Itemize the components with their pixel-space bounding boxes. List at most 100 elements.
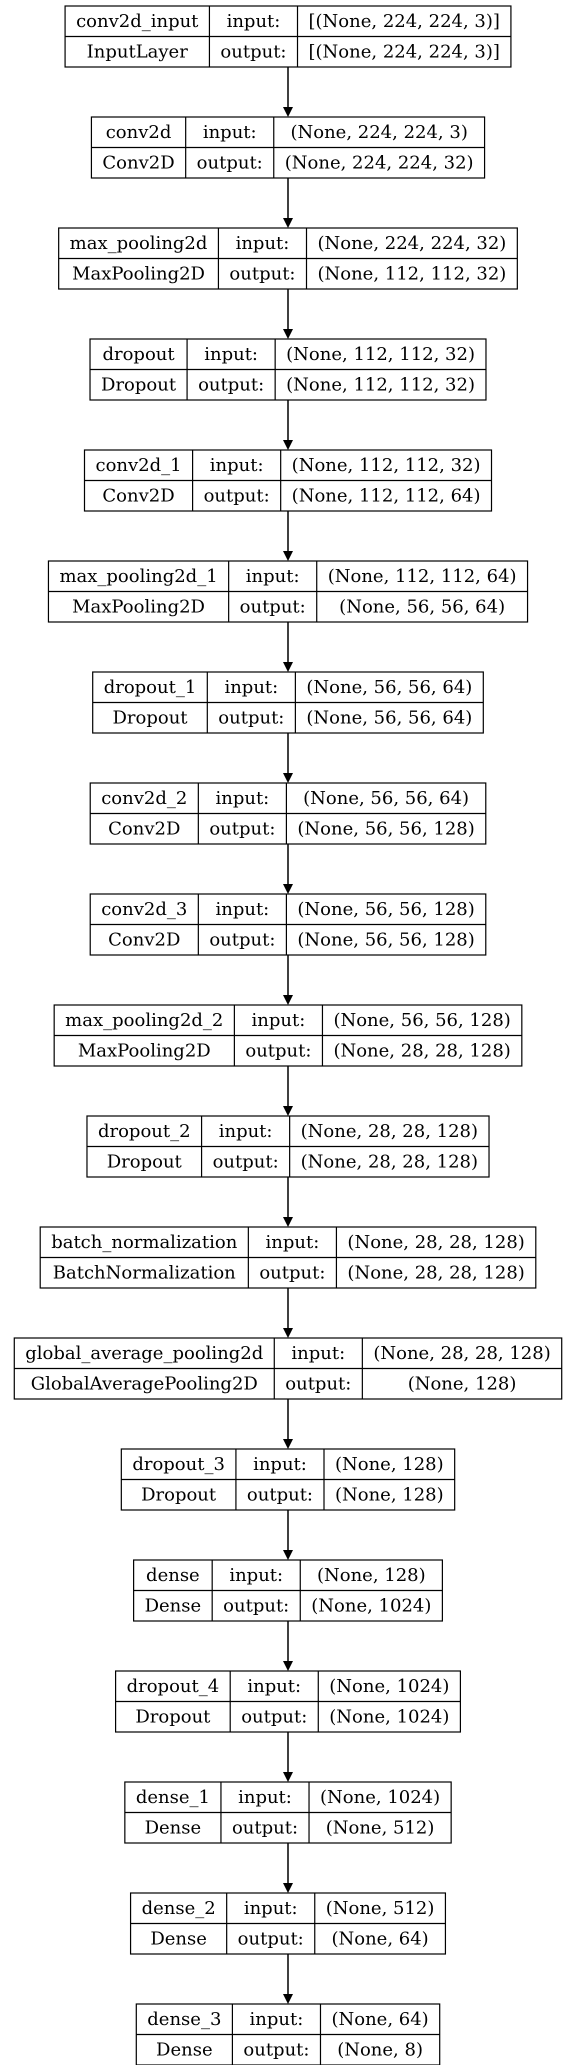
output-label: output: (240, 596, 306, 617)
layer-type: Conv2D (102, 485, 174, 506)
output-label: output: (232, 1817, 298, 1838)
layer-name: dropout_4 (127, 1676, 220, 1697)
layer-type: Dropout (135, 1706, 211, 1727)
layer-name: max_pooling2d (70, 233, 208, 254)
output-label: output: (198, 374, 264, 395)
input-shape: [(None, 224, 224, 3)] (309, 11, 500, 32)
layer-type: MaxPooling2D (72, 596, 205, 617)
arrow-head (283, 107, 293, 117)
output-label: output: (247, 1484, 313, 1505)
input-shape: (None, 224, 224, 32) (317, 233, 506, 254)
output-label: output: (209, 929, 275, 950)
layer-type: Dropout (107, 1151, 183, 1172)
input-shape: (None, 56, 56, 128) (297, 899, 474, 920)
output-shape: (None, 56, 56, 64) (306, 707, 472, 728)
arrow-head (283, 551, 293, 561)
output-shape: [(None, 224, 224, 3)] (309, 41, 500, 62)
output-shape: (None, 56, 56, 128) (297, 929, 474, 950)
output-label: output: (197, 152, 263, 173)
layer-type: Conv2D (102, 152, 174, 173)
layer-type: Conv2D (108, 929, 180, 950)
arrow-head (283, 1328, 293, 1338)
layer-type: Conv2D (108, 818, 180, 839)
input-label: input: (236, 233, 290, 254)
output-shape: (None, 64) (331, 1928, 428, 1949)
output-shape: (None, 128) (408, 1373, 517, 1394)
input-label: input: (253, 1454, 307, 1475)
layer-type: MaxPooling2D (78, 1040, 211, 1061)
arrow-head (283, 1106, 293, 1116)
layer-name: conv2d_2 (101, 788, 187, 809)
output-shape: (None, 224, 224, 32) (285, 152, 474, 173)
output-label: output: (218, 707, 284, 728)
layer-name: dense_3 (147, 2009, 221, 2030)
input-shape: (None, 112, 112, 32) (286, 344, 475, 365)
arrow-head (283, 662, 293, 672)
layer-type: MaxPooling2D (72, 263, 205, 284)
layer-name: dropout_2 (98, 1121, 191, 1142)
input-label: input: (210, 455, 264, 476)
input-label: input: (224, 677, 278, 698)
arrow-head (283, 1550, 293, 1560)
input-label: input: (247, 1676, 301, 1697)
output-shape: (None, 56, 56, 128) (297, 818, 474, 839)
output-label: output: (259, 1262, 325, 1283)
layer-name: dense (146, 1565, 200, 1586)
output-shape: (None, 28, 28, 128) (347, 1262, 524, 1283)
input-label: input: (204, 344, 258, 365)
layer-type: Dropout (112, 707, 188, 728)
input-label: input: (227, 11, 281, 32)
layer-type: Dense (156, 2039, 213, 2060)
input-label: input: (244, 1898, 298, 1919)
layer-name: batch_normalization (51, 1232, 238, 1253)
input-label: input: (219, 1121, 273, 1142)
input-shape: (None, 128) (317, 1565, 426, 1586)
layer-type: Dropout (101, 374, 177, 395)
arrow-head (283, 329, 293, 339)
layer-name: max_pooling2d_2 (65, 1010, 223, 1031)
arrow-head (283, 884, 293, 894)
input-label: input: (252, 1010, 306, 1031)
input-shape: (None, 112, 112, 64) (328, 566, 517, 587)
layer-name: conv2d (106, 122, 172, 143)
arrow-head (283, 1217, 293, 1227)
input-shape: (None, 28, 28, 128) (301, 1121, 478, 1142)
output-shape: (None, 112, 112, 32) (317, 263, 506, 284)
input-shape: (None, 56, 56, 64) (303, 788, 469, 809)
input-shape: (None, 64) (331, 2009, 428, 2030)
input-shape: (None, 224, 224, 3) (290, 122, 467, 143)
input-shape: (None, 56, 56, 64) (306, 677, 472, 698)
arrow-head (283, 1994, 293, 2004)
layer-name: max_pooling2d_1 (59, 566, 217, 587)
output-label: output: (285, 1373, 351, 1394)
output-shape: (None, 112, 112, 32) (286, 374, 475, 395)
output-label: output: (204, 485, 270, 506)
output-shape: (None, 28, 28, 128) (301, 1151, 478, 1172)
layer-name: dropout (102, 344, 175, 365)
layer-node: max_pooling2d_2MaxPooling2Dinput:output:… (53, 1004, 523, 1067)
output-shape: (None, 56, 56, 64) (339, 596, 505, 617)
layer-node: global_average_pooling2dGlobalAveragePoo… (13, 1337, 563, 1400)
arrow-head (283, 218, 293, 228)
input-label: input: (215, 788, 269, 809)
layer-name: conv2d_input (76, 11, 199, 32)
arrow-head (283, 1883, 293, 1893)
input-label: input: (250, 2009, 304, 2030)
input-label: input: (215, 899, 269, 920)
input-label: input: (229, 1565, 283, 1586)
layer-name: dense_1 (136, 1787, 210, 1808)
output-shape: (None, 8) (337, 2039, 423, 2060)
input-shape: (None, 1024) (329, 1676, 449, 1697)
output-shape: (None, 112, 112, 64) (292, 485, 481, 506)
output-label: output: (238, 1928, 304, 1949)
output-shape: (None, 128) (335, 1484, 444, 1505)
arrow-head (283, 1661, 293, 1671)
